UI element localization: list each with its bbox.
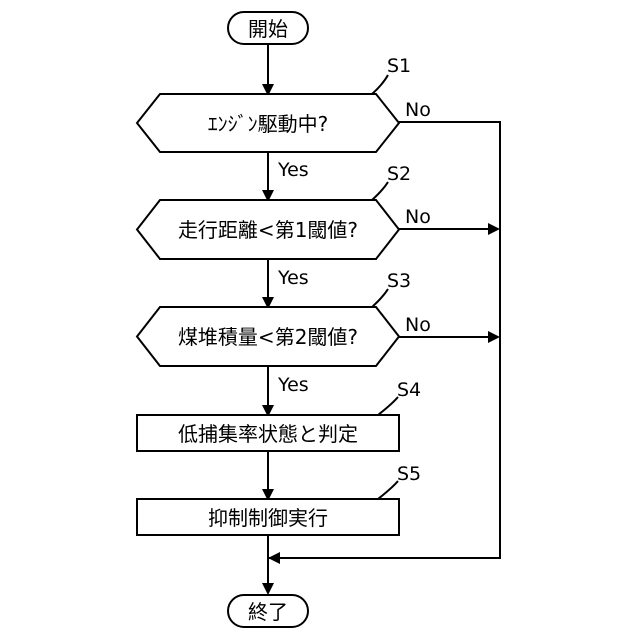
arrowhead-to-end: [262, 583, 274, 595]
step-leader-s2: [372, 182, 388, 200]
step-label-s4: S4: [397, 379, 421, 401]
yes-label-s2: Yes: [277, 267, 309, 289]
no-label-s2: No: [405, 206, 431, 228]
arrowhead-merge: [268, 552, 280, 564]
arrowhead-s3-no: [488, 331, 500, 343]
step-label-s3: S3: [387, 270, 411, 292]
step-leader-s5: [378, 481, 398, 499]
step-label-s2: S2: [387, 163, 411, 185]
no-label-s1: No: [405, 99, 431, 121]
end-label: 終了: [248, 600, 288, 624]
yes-label-s1: Yes: [277, 159, 309, 181]
yes-label-s3: Yes: [277, 374, 309, 396]
decision-s1-text: ｴﾝｼﾞﾝ駆動中?: [208, 112, 329, 136]
arrowhead-s2-no: [488, 223, 500, 235]
step-label-s5: S5: [397, 463, 421, 485]
step-leader-s1: [372, 75, 388, 94]
process-s5-text: 抑制制御実行: [208, 506, 328, 530]
decision-s3-text: 煤堆積量<第2閾値?: [178, 325, 358, 349]
process-s4-text: 低捕集率状態と判定: [178, 422, 358, 446]
decision-s2-text: 走行距離<第1閾値?: [178, 218, 358, 242]
no-label-s3: No: [405, 314, 431, 336]
step-leader-s4: [378, 397, 398, 415]
start-label: 開始: [248, 17, 288, 41]
step-label-s1: S1: [387, 55, 411, 77]
step-leader-s3: [372, 289, 388, 307]
